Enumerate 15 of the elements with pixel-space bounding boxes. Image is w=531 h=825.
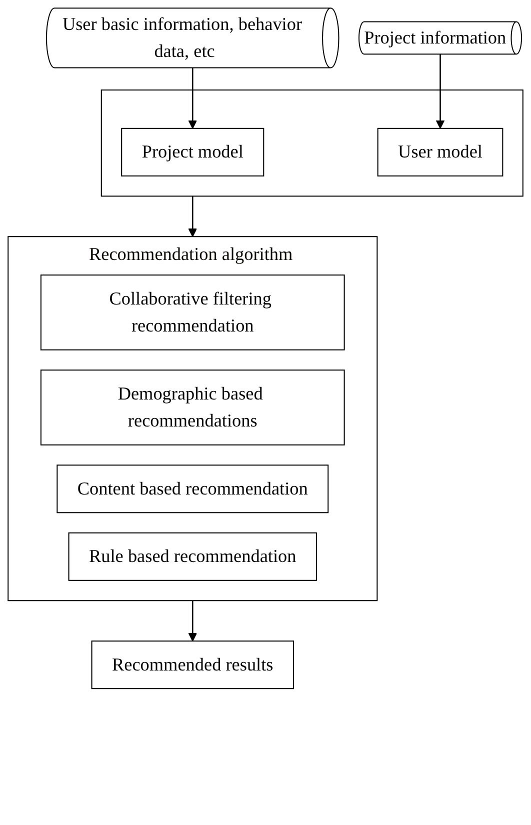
node-box [91,640,294,690]
arrow [188,196,198,237]
arrow [188,68,198,129]
cluster [8,236,378,602]
node-text: Project information [364,27,506,48]
node-box [56,464,329,514]
node-box [68,532,317,581]
cluster [100,89,524,197]
arrow [188,600,198,642]
node-box [121,128,264,176]
node-text: User basic information, behavior data, etc [62,14,302,62]
node-box [40,274,345,350]
node-box [40,370,345,446]
arrow [436,54,445,129]
node-box [377,128,504,176]
